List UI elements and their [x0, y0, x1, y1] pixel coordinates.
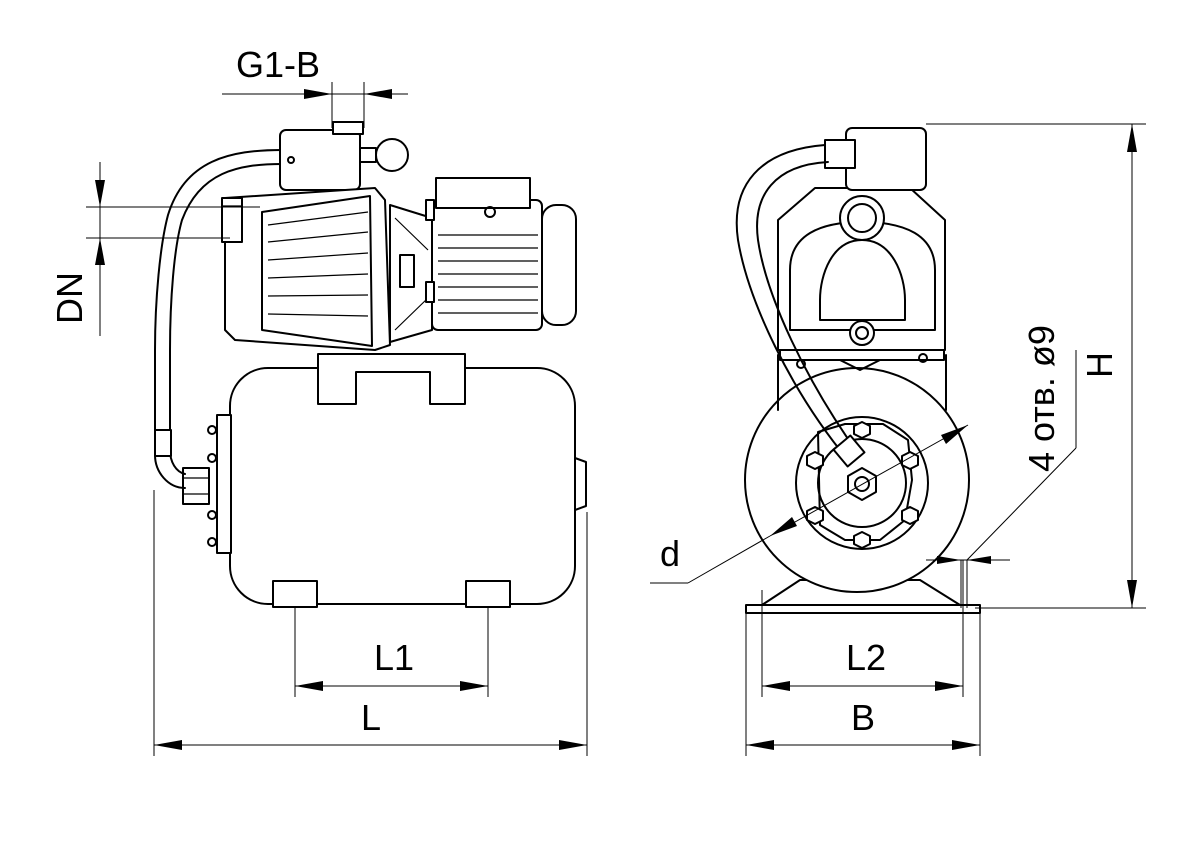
- label-l: L: [361, 697, 381, 738]
- flexible-hose: [154, 149, 283, 489]
- electric-motor: [425, 177, 577, 331]
- pump-front: [777, 127, 946, 351]
- flexible-hose-front: [735, 144, 849, 461]
- pressure-switch: [279, 121, 409, 191]
- label-b: B: [851, 697, 875, 738]
- label-g1b: G1-B: [236, 44, 320, 85]
- label-l2: L2: [846, 637, 886, 678]
- label-dn: DN: [49, 272, 90, 324]
- label-l1: L1: [374, 637, 414, 678]
- label-d: d: [660, 533, 680, 574]
- tank-end-view: [744, 367, 970, 593]
- front-view: [650, 123, 1146, 756]
- label-holes: 4 отв. ø9: [1021, 325, 1062, 472]
- label-h: H: [1079, 352, 1120, 378]
- pump-body: [221, 187, 433, 351]
- pressure-tank: [182, 353, 587, 608]
- side-view: [86, 82, 588, 756]
